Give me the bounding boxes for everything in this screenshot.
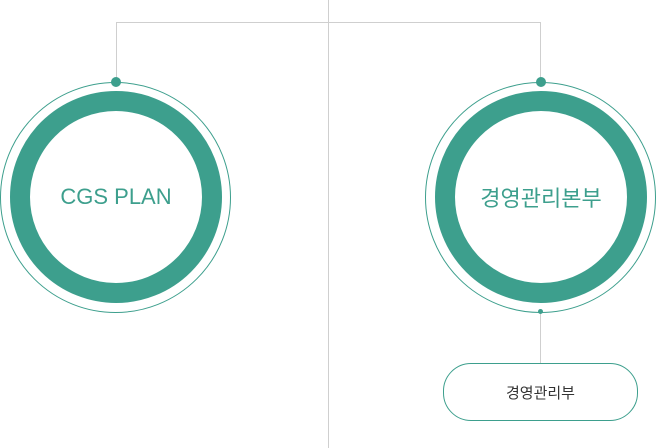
right-drop-connector: [540, 22, 541, 82]
left-node-label: CGS PLAN: [60, 184, 172, 209]
center-vertical-line: [328, 0, 329, 448]
sub-connector: [540, 311, 541, 364]
right-node-label: 경영관리본부: [480, 186, 602, 211]
sub-node-label: 경영관리부: [505, 384, 575, 402]
right-node-connector-dot: [536, 77, 546, 87]
left-drop-connector: [116, 22, 117, 82]
top-horizontal-connector: [116, 22, 541, 23]
left-node-circle[interactable]: CGS PLAN: [10, 91, 222, 303]
right-node-bottom-dot: [538, 309, 543, 314]
left-node-connector-dot: [111, 77, 121, 87]
right-node-circle[interactable]: 경영관리본부: [435, 91, 647, 303]
sub-node-pill[interactable]: 경영관리부: [443, 363, 638, 421]
